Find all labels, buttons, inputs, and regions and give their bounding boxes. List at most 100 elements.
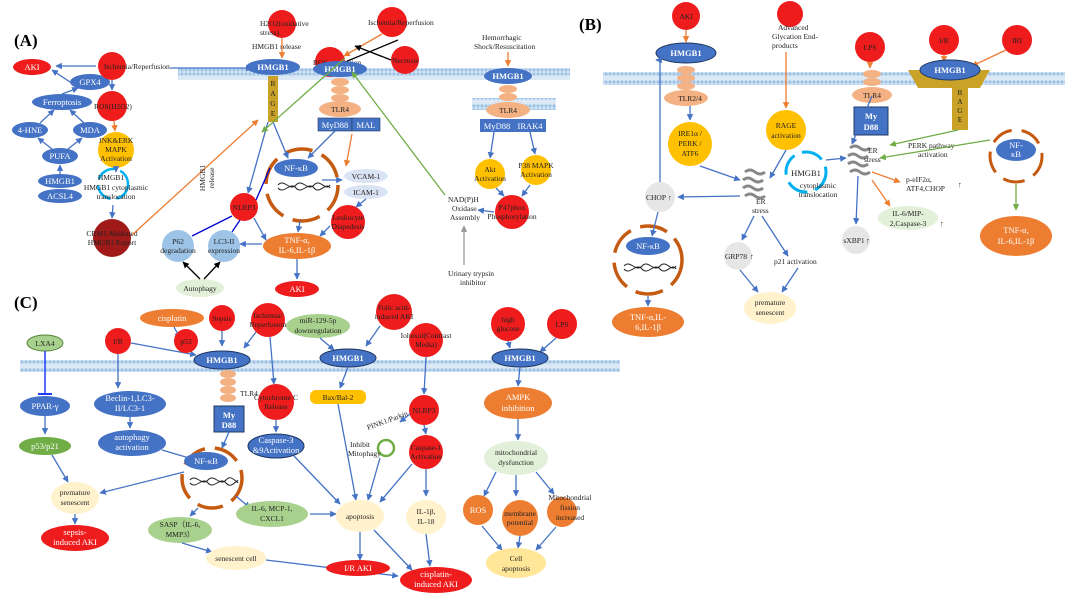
tnf-a <box>263 233 331 259</box>
panel-c-label: (C) <box>14 293 38 312</box>
cell-apop-l1: Cell <box>510 554 523 563</box>
iohexol-l2: Media) <box>415 340 437 349</box>
sasp-l1: SASP（IL-6, <box>160 520 201 529</box>
nlrp3-a <box>230 193 258 221</box>
membrane-c <box>20 360 620 372</box>
aki-label: AKI <box>24 62 39 72</box>
er2-l1: ER <box>868 146 878 155</box>
p38-l1: P38 MAPK <box>518 161 554 170</box>
ir-aki-c <box>326 560 390 576</box>
urinary-l1: Urinary trypsin <box>448 269 494 278</box>
vcam-label: VCAM-1 <box>352 172 381 181</box>
hmgb1-trans-l2: cytoplasmic <box>800 181 837 190</box>
ischemia-c <box>251 303 285 337</box>
nfkb-b-l-label: NF-κB <box>636 241 660 251</box>
tlr4-a <box>319 101 361 117</box>
sepsis-aki-l2: induced AKI <box>53 537 97 547</box>
casp1-l2: Activation <box>410 452 442 461</box>
rage-b <box>908 70 990 130</box>
necrosis-node <box>391 46 419 74</box>
panel-b-label: (B) <box>579 15 602 34</box>
iohexol-node <box>409 323 443 357</box>
lps-b-label: LPS <box>864 43 877 52</box>
cis-aki-c <box>400 567 472 593</box>
ros-c <box>463 495 493 525</box>
ros-h2o2-label: ROS(H2O2) <box>94 102 132 111</box>
myd88-hs <box>480 119 514 132</box>
ppar-label: PPAR-γ <box>31 401 58 411</box>
mir-l2: downregulation <box>294 326 341 335</box>
tnf-b-l <box>612 307 684 337</box>
age-l1: Advanced <box>778 23 809 32</box>
p62-l1: P62 <box>172 237 184 246</box>
aki-a2-label: AKI <box>289 284 304 294</box>
gpx4-node <box>70 74 110 90</box>
ampk-node <box>484 387 552 419</box>
rage-a-a: A <box>270 89 276 98</box>
ischemia-c-l1: Ischemia/ <box>253 311 283 320</box>
il6mip-l2: 2,Caspase-3 <box>890 219 927 228</box>
folic-node <box>376 294 412 330</box>
hmgb1-release-vert-l2: release <box>207 167 216 188</box>
hne-node <box>12 122 48 138</box>
mal-a-label: MAL <box>357 120 376 130</box>
hmgb1-hs <box>484 68 532 84</box>
akt-l1: Akt <box>484 165 496 174</box>
akt-node <box>475 159 505 189</box>
irak4-label: IRAK4 <box>517 121 543 131</box>
premature-c-l1: premature <box>60 488 91 497</box>
hmgb1-small-b: HMGB1 <box>791 168 821 178</box>
beclin-l2: II/LC3-1 <box>115 403 145 413</box>
iri-b <box>1002 25 1032 55</box>
p21-label: p21 activation <box>774 257 817 266</box>
hmgb1-rage-a <box>246 59 300 75</box>
xbp1-label: sXBP1 <box>843 236 865 245</box>
cisplatin-label: cisplatin <box>158 313 188 323</box>
nucleus-a <box>264 147 340 223</box>
p53p21-label: p53/p21 <box>31 441 59 451</box>
rage-a-bar <box>268 76 278 122</box>
il6mcp-l1: IL-6, MCP-1, <box>251 504 292 513</box>
cis-aki-l2: induced AKI <box>414 579 458 589</box>
lc3-l2: expression <box>208 246 240 255</box>
h2o2-l2: stress) <box>260 28 280 37</box>
ampk-l2: inhibition <box>501 403 535 413</box>
p47-l2: Phosphorylation <box>487 212 536 221</box>
grp78-node <box>724 242 752 270</box>
tlr4-b <box>852 87 892 103</box>
tlr4-hs <box>486 102 530 118</box>
myd88-c-l2: D88 <box>222 420 237 430</box>
lc3-l1: LC3-II <box>214 237 235 246</box>
rage-b-g: G <box>957 106 963 115</box>
tlr4-b-label: TLR4 <box>863 91 881 100</box>
lps-c <box>547 309 577 339</box>
mito-node <box>484 441 548 475</box>
akt-l2: Activation <box>474 174 506 183</box>
il1b-l1: IL-1β, <box>416 507 435 516</box>
senescent-b-l1: premature <box>755 298 786 307</box>
tnf-b-l-l1: TNF-α,IL- <box>630 312 666 322</box>
autophagy-label: Autophagy <box>183 284 217 293</box>
beclin-node <box>94 391 166 417</box>
hmgb1-trans-l3: translocation <box>799 190 838 199</box>
nadph-l1: NAD(P)H <box>448 195 479 204</box>
tnf-b-r <box>980 216 1052 256</box>
jnk-l3: Activation <box>100 154 132 163</box>
hmgb1-c2-label: HMGB1 <box>332 353 363 363</box>
apoptosis-c <box>336 500 384 532</box>
hmgb1-b-rage <box>919 59 981 81</box>
translocation-l2: translocation <box>97 192 136 201</box>
premature-c-l2: senescent <box>61 498 91 507</box>
er2-l2: stress <box>864 155 881 164</box>
cell-apop-node <box>486 548 546 578</box>
panel-a-label: (A) <box>14 31 38 50</box>
nfkb-b-r-l1: NF- <box>1009 140 1023 150</box>
ros-h2o2-node <box>97 91 127 121</box>
er1-l1: ER <box>756 197 766 206</box>
pufa-node <box>42 148 78 164</box>
rage-act-l2: activation <box>771 131 801 140</box>
p38-node <box>521 155 551 185</box>
irak4-hs <box>514 119 546 132</box>
mito-l1: mitochondrial <box>495 448 537 457</box>
cisplatin-node <box>140 309 204 327</box>
